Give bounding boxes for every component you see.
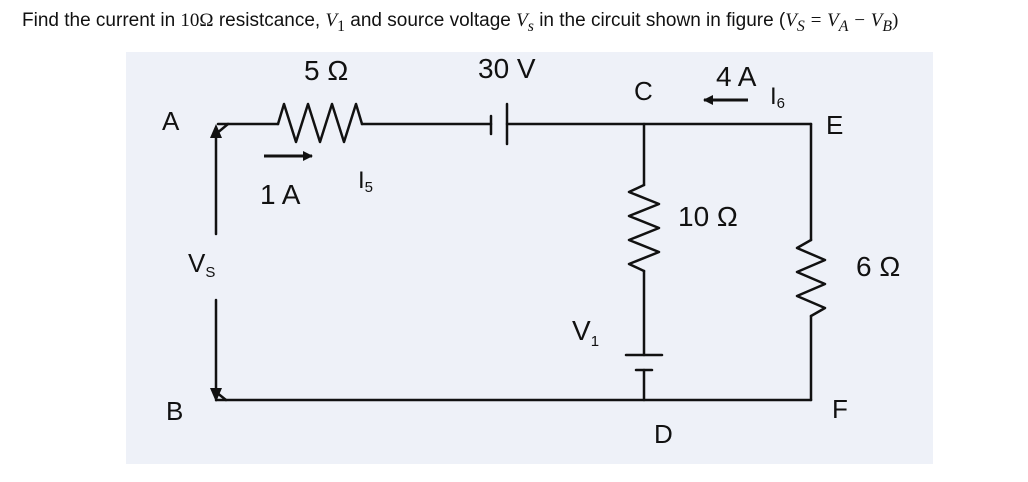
current-4a-label: 4 A	[716, 61, 757, 92]
current-i5-label: I5	[358, 167, 373, 196]
question-vs-sub: s	[527, 17, 534, 35]
voltage-v1-label: V1	[572, 315, 599, 350]
resistor-10-ohm-label: 10 Ω	[678, 201, 738, 232]
question-part3: and source voltage	[345, 10, 517, 31]
question-resistance: 10Ω	[180, 10, 214, 31]
node-a-label: A	[162, 106, 180, 136]
question-eq-a: A	[838, 17, 849, 35]
question-v1: V	[325, 10, 338, 31]
node-c-label: C	[634, 76, 653, 106]
question-eq-sub: S	[796, 17, 805, 35]
resistor-6-ohm	[795, 238, 827, 318]
question-part4: in the circuit shown in figure (	[533, 10, 786, 31]
node-d-label: D	[654, 419, 673, 449]
node-e-label: E	[826, 110, 843, 140]
node-f-label: F	[832, 394, 848, 424]
node-b-label: B	[166, 396, 183, 426]
question-text: Find the current in 10Ω resistcance, V1 …	[22, 10, 898, 36]
question-part2: resistcance,	[213, 10, 326, 31]
vs-arrowhead-down	[210, 388, 222, 402]
question-v1-sub: 1	[337, 17, 346, 35]
question-eq-b: B	[882, 17, 893, 35]
question-eq: V	[785, 10, 797, 31]
resistor-6-ohm-label: 6 Ω	[856, 251, 900, 282]
circuit-figure: A B C D E F 5 Ω 30 V 4 A I6 1 A I5 10 Ω …	[126, 52, 933, 464]
question-eq-minus: − V	[848, 10, 883, 31]
current-i6-label: I6	[770, 83, 785, 112]
question-close: )	[892, 10, 899, 31]
resistor-5-ohm-label: 5 Ω	[304, 55, 348, 86]
source-vs-label: VS	[188, 248, 215, 281]
question-part1: Find the current in	[22, 10, 181, 31]
resistor-5-ohm	[276, 102, 364, 144]
current-1a-label: 1 A	[260, 179, 301, 210]
resistor-10-ohm	[627, 183, 661, 273]
vs-arrowhead-up	[210, 124, 222, 138]
battery-30v-label: 30 V	[478, 53, 536, 84]
question-eq-rest: = V	[804, 10, 839, 31]
question-vs: V	[516, 10, 528, 31]
circuit-diagram: A B C D E F 5 Ω 30 V 4 A I6 1 A I5 10 Ω …	[162, 53, 900, 449]
